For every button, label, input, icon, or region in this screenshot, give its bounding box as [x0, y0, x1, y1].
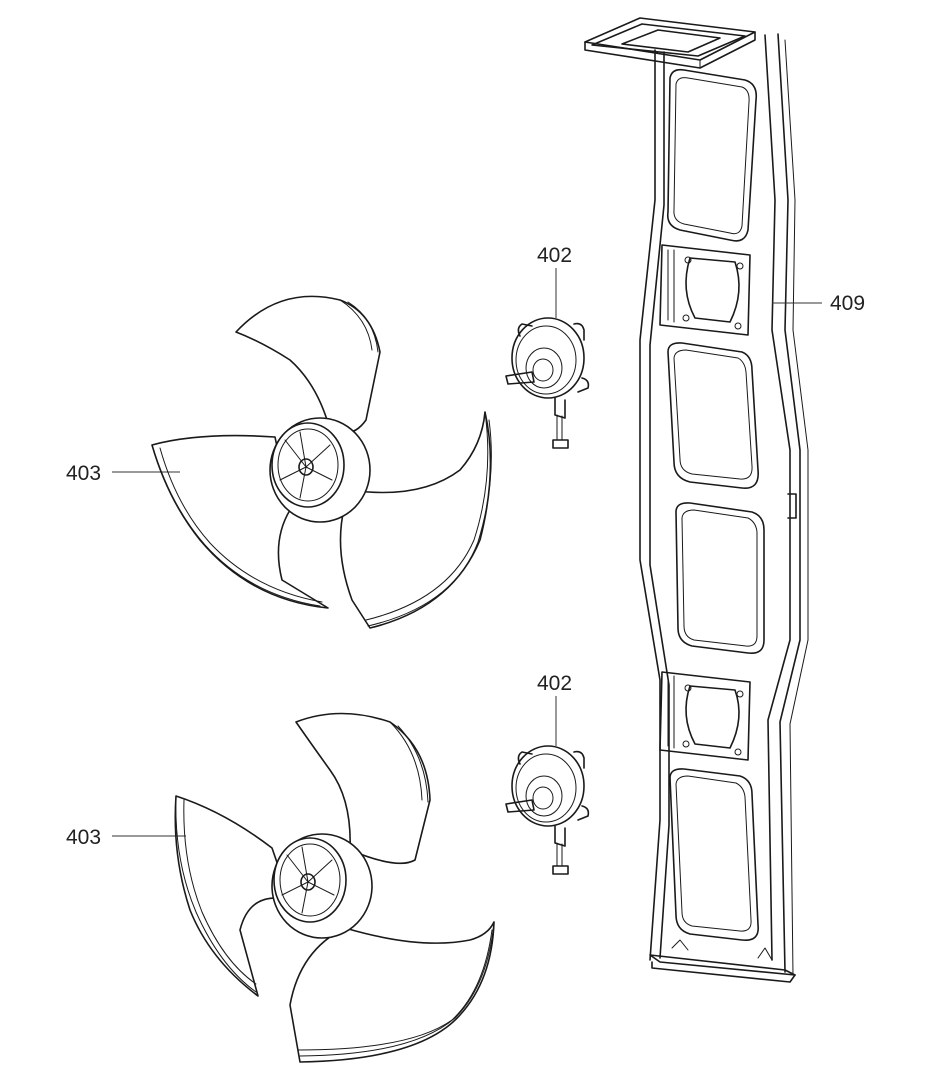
fan-motor-upper: 402 [505, 244, 590, 449]
fan-upper-callout-label: 403 [66, 462, 101, 485]
motor-bracket-frame: 409 [584, 17, 865, 983]
motor-upper-callout-label: 402 [537, 244, 572, 267]
motor-lower-callout-label: 402 [537, 672, 572, 695]
fan-blade-lower: 403 [66, 712, 495, 1063]
frame-top-clip [584, 17, 756, 69]
fan-blade-upper: 403 [66, 295, 492, 629]
frame-mount-plate-upper [659, 244, 751, 336]
fan-motor-lower: 402 [505, 672, 590, 875]
fan-lower-callout-label: 403 [66, 826, 101, 849]
frame-mount-plate-lower [659, 671, 751, 761]
frame-callout-label: 409 [830, 292, 865, 315]
